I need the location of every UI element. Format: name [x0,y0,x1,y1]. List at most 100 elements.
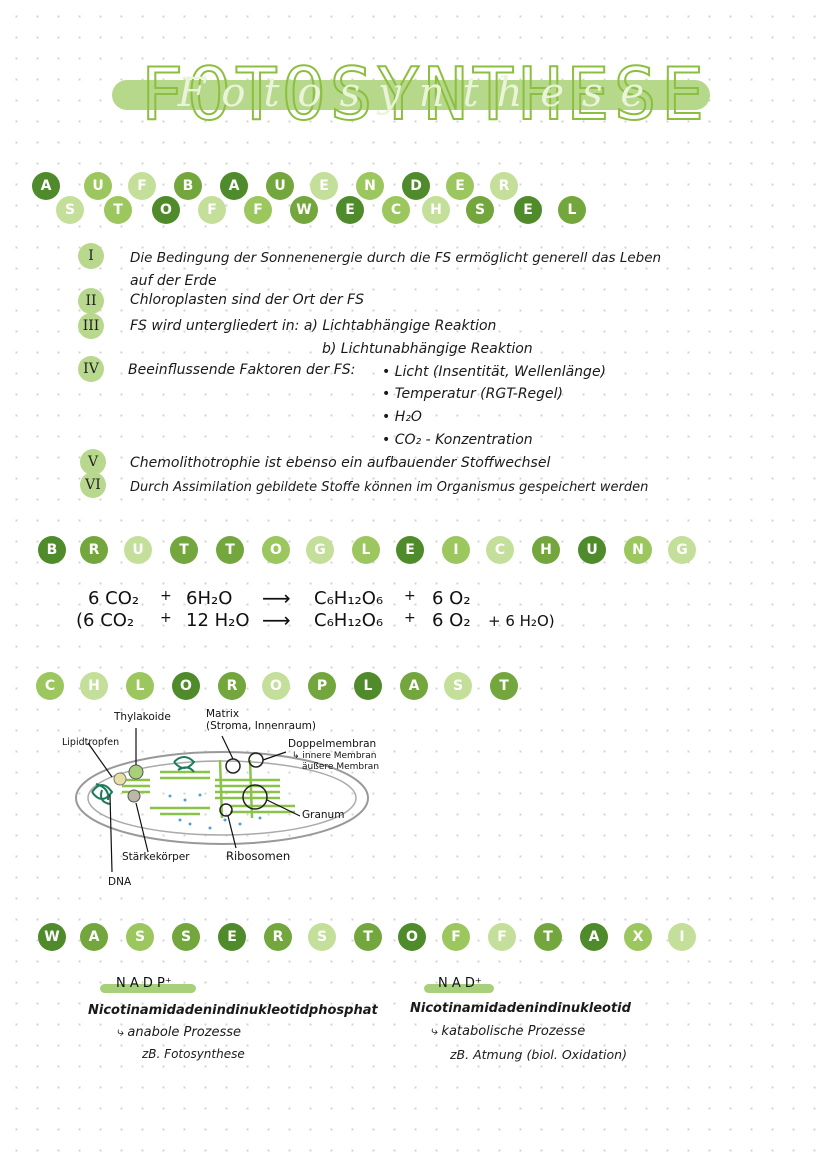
heading-letter: U [266,172,294,200]
heading-letter: B [174,172,202,200]
heading-letter: O [262,536,290,564]
nadp-line2: zB. Fotosynthese [142,1047,245,1061]
eq-term: + 6 H₂O) [488,612,555,630]
numeral-badge: III [78,313,104,339]
label-lipidtropfen: Lipidtropfen [62,737,120,748]
heading-letter: F [442,923,470,951]
heading-letter: G [668,536,696,564]
list-item-text: b) Lichtunabhängige Reaktion [322,341,533,357]
heading-letter: B [38,536,66,564]
list-item-text: Die Bedingung der Sonnenenergie durch di… [130,250,662,266]
list-item-text: • H₂O [382,409,422,425]
nad-full-name: Nicotinamidadenindinukleotid [410,1001,631,1016]
heading-letter: C [36,672,64,700]
heading-letter: S [56,196,84,224]
label-aeussere-membran: äußere Membran [302,762,380,772]
heading-letter: C [382,196,410,224]
heading-letter: R [80,536,108,564]
list-item-text: • CO₂ - Konzentration [382,432,533,448]
heading-letter: S [444,672,472,700]
label-doppelmembran: Doppelmembran [288,738,377,750]
heading-letter: T [216,536,244,564]
heading-letter: E [336,196,364,224]
heading-letter: H [422,196,450,224]
heading-letter: H [80,672,108,700]
heading-letter: R [490,172,518,200]
label-matrix-sub: (Stroma, Innenraum) [206,720,316,732]
heading-letter: I [442,536,470,564]
label-ribosomen: Ribosomen [226,849,291,863]
list-item-text: • Licht (Insentität, Wellenlänge) [382,364,607,380]
list-item-text: Chloroplasten sind der Ort der FS [130,292,364,308]
nad-line2: zB. Atmung (biol. Oxidation) [450,1047,627,1062]
heading-letter: O [398,923,426,951]
heading-letter: L [352,536,380,564]
heading-letter: O [152,196,180,224]
heading-letter: E [446,172,474,200]
heading-letter: T [354,923,382,951]
eq-term: 6 O₂ [432,610,471,631]
heading-letter: C [486,536,514,564]
label-granum: Granum [302,809,345,821]
heading-letter: U [124,536,152,564]
chloroplast-diagram [75,728,369,873]
heading-letter: W [38,923,66,951]
heading-letter: S [172,923,200,951]
heading-letter: D [402,172,430,200]
eq-plus: + [160,588,172,604]
eq-plus: + [404,588,416,604]
heading-letter: T [534,923,562,951]
eq-term: C₆H₁₂O₆ [314,610,384,631]
nad-line1: ⤷ katabolische Prozesse [430,1024,586,1039]
label-thylakoide: Thylakoide [114,711,171,723]
eq-term: 6H₂O [186,588,233,609]
nadp-tag: N A D P⁺ [116,976,172,991]
heading-letter: X [624,923,652,951]
heading-letter: E [310,172,338,200]
numeral-badge: V [80,449,106,475]
list-item-text: • Temperatur (RGT-Regel) [382,386,564,402]
heading-letter: S [126,923,154,951]
arrow-icon: ⟶ [262,608,291,632]
numeral-badge: VI [80,472,106,498]
heading-letter: A [32,172,60,200]
eq-term: 6 CO₂ [88,588,140,609]
heading-letter: R [218,672,246,700]
heading-letter: A [80,923,108,951]
numeral-badge: II [78,288,104,314]
list-item-text: Chemolithotrophie ist ebenso ein aufbaue… [130,455,551,471]
heading-letter: L [558,196,586,224]
heading-letter: G [306,536,334,564]
heading-letter: T [104,196,132,224]
label-dna: DNA [108,876,132,888]
heading-letter: N [356,172,384,200]
eq-term: C₆H₁₂O₆ [314,588,384,609]
heading-letter: L [354,672,382,700]
heading-letter: N [624,536,652,564]
heading-letter: S [308,923,336,951]
heading-letter: T [490,672,518,700]
numeral-badge: IV [78,356,104,382]
eq-term: (6 CO₂ [76,610,135,631]
heading-letter: F [488,923,516,951]
title-script-letters: Fotosynthese [177,70,663,116]
eq-term: 6 O₂ [432,588,471,609]
heading-letter: W [290,196,318,224]
eq-term: 12 H₂O [186,610,250,631]
nadp-highlight [100,984,196,993]
heading-letter: E [218,923,246,951]
eq-plus: + [404,610,416,626]
label-staerkekoerper: Stärkekörper [122,851,190,863]
title-block-letters: FOTOSYNTHESE [139,52,709,136]
heading-letter: F [128,172,156,200]
heading-letter: E [396,536,424,564]
label-matrix: Matrix [206,708,240,720]
nadp-line1: ⤷ anabole Prozesse [116,1025,242,1040]
heading-letter: S [466,196,494,224]
numeral-badge: I [78,243,104,269]
title-highlight-pill [112,80,710,110]
arrow-icon: ⟶ [262,586,291,610]
heading-letter: R [264,923,292,951]
nad-tag: N A D⁺ [438,976,482,991]
heading-letter: U [84,172,112,200]
